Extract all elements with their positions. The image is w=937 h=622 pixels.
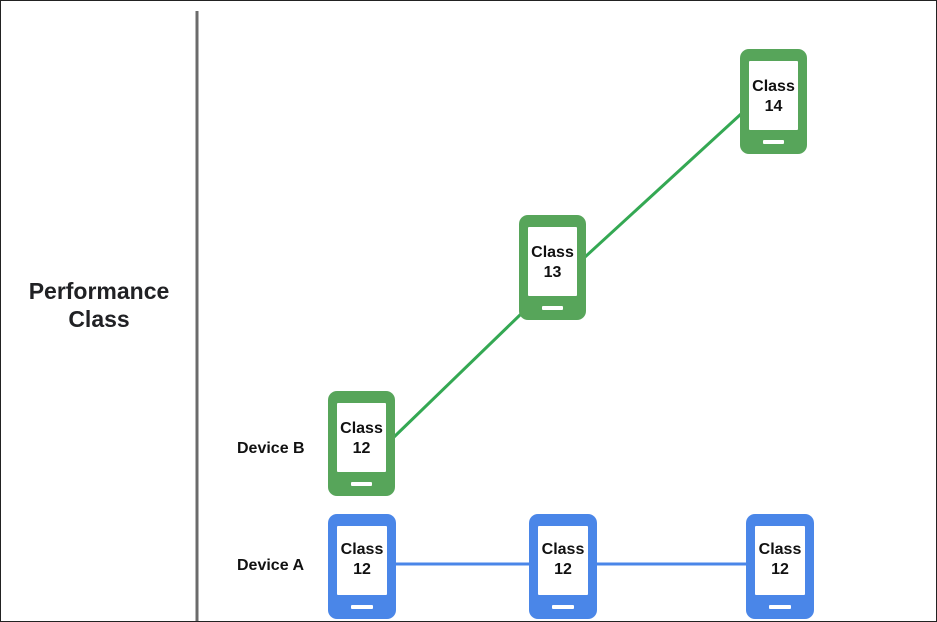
phone-home-button [351,605,373,609]
device-b-phone-1: Class 12 [328,391,395,496]
connector-device-b-1-2 [392,312,523,439]
phone-home-button [552,605,574,609]
axis-title: Performance Class [9,277,189,333]
phone-class-number: 14 [765,98,783,115]
connectors [392,112,747,566]
phone-class-number: 12 [554,561,572,578]
phone-screen [337,526,387,595]
axis-title-line-2: Class [68,306,130,332]
phone-screen [337,403,386,472]
phone-class-word: Class [340,420,383,437]
phone-class-number: 12 [771,561,789,578]
device-b-label: Device B [237,440,305,457]
device-b-phone-2: Class 13 [519,215,586,320]
phone-class-word: Class [542,541,585,558]
phone-class-word: Class [341,541,384,558]
phone-class-word: Class [531,244,574,261]
phone-screen [749,61,798,130]
phone-screen [528,227,577,296]
phone-home-button [769,605,791,609]
phone-class-number: 12 [353,561,371,578]
device-b-phone-3: Class 14 [740,49,807,154]
axis-title-line-1: Performance [28,278,170,304]
phone-class-word: Class [752,78,795,95]
phone-home-button [763,140,784,144]
phone-screen [755,526,805,595]
phone-class-number: 12 [353,440,371,457]
device-a-phone-3: Class 12 [746,514,814,619]
phone-home-button [351,482,372,486]
phone-class-number: 13 [544,264,562,281]
phone-screen [538,526,588,595]
phone-class-word: Class [759,541,802,558]
device-a-phone-1: Class 12 [328,514,396,619]
phone-home-button [542,306,563,310]
device-a-phone-2: Class 12 [529,514,597,619]
connector-device-b-2-3 [583,112,743,259]
device-a-label: Device A [237,557,304,574]
